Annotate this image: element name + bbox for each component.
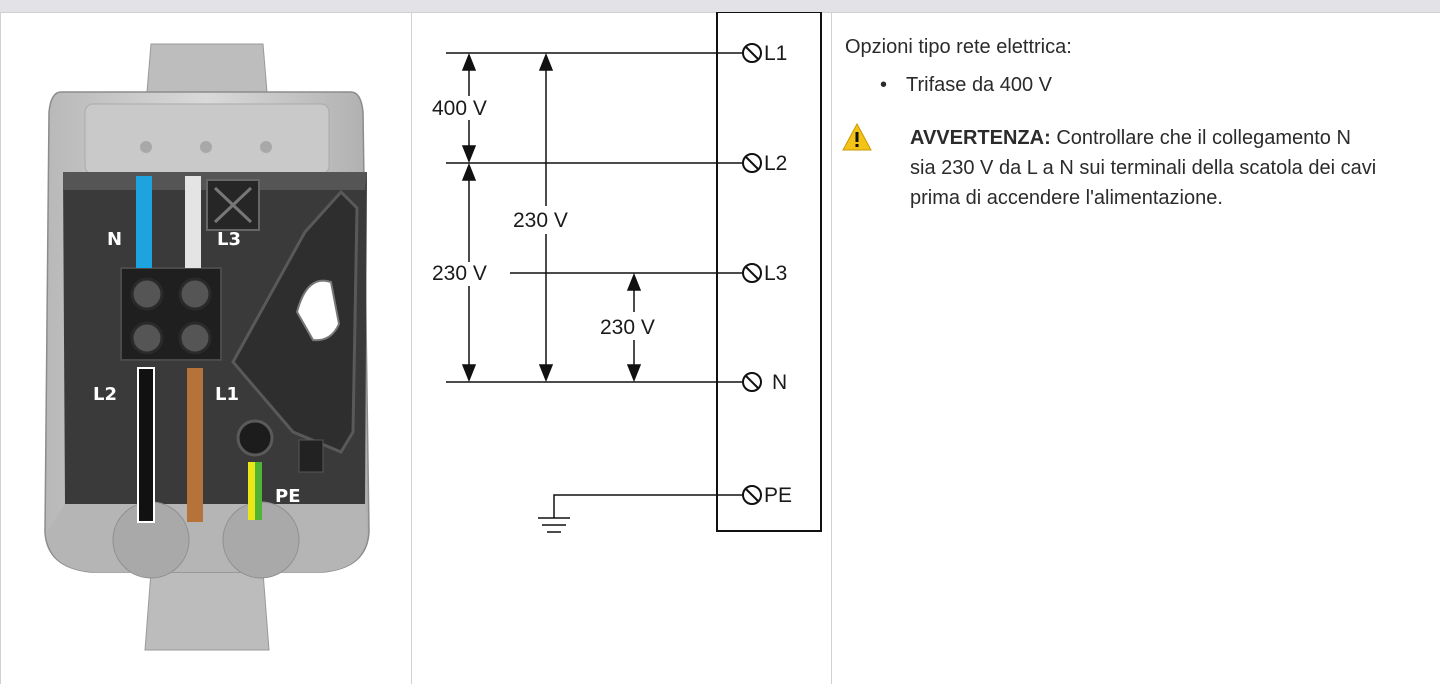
terminal-screw-l3 xyxy=(742,263,762,283)
terminal-label-l2: L2 xyxy=(764,152,787,175)
wallbox-photo: N L3 L2 L1 PE xyxy=(44,43,370,651)
label-l1: L1 xyxy=(215,384,239,405)
voltage-l3-n: 230 V xyxy=(600,316,655,339)
wiring-schematic: L1 L2 L3 N PE 400 V xyxy=(430,12,822,533)
terminal-label-pe: PE xyxy=(764,484,792,507)
options-list: • Trifase da 400 V xyxy=(880,72,1052,98)
wire-n xyxy=(136,176,152,268)
bullet: • xyxy=(880,74,888,96)
wire-l3 xyxy=(185,176,201,268)
label-n: N xyxy=(107,229,122,250)
terminal-label-l3: L3 xyxy=(764,262,787,285)
option-label: Trifase da 400 V xyxy=(906,74,1053,96)
line-pe xyxy=(553,494,742,518)
terminal-screw-n xyxy=(742,372,762,392)
warning-text: AVVERTENZA: Controllare che il collegame… xyxy=(910,123,1380,213)
warning-body: Controllare che il collegamento N sia 23… xyxy=(910,127,1377,209)
wire-l2 xyxy=(137,367,155,523)
instructions-cell: Opzioni tipo rete elettrica: • Trifase d… xyxy=(832,12,1440,684)
label-l3: L3 xyxy=(217,229,241,250)
voltage-l2-n: 230 V xyxy=(432,262,487,285)
terminal-screw-pe xyxy=(742,485,762,505)
terminal-box xyxy=(716,12,822,532)
terminal-screw-l2 xyxy=(742,153,762,173)
label-pe: PE xyxy=(275,486,301,507)
voltage-l1-l2: 400 V xyxy=(432,97,487,120)
warning-icon xyxy=(842,123,872,151)
wiring-schematic-cell: L1 L2 L3 N PE 400 V xyxy=(412,12,832,684)
terminal-label-n: N xyxy=(772,371,787,394)
terminal-label-l1: L1 xyxy=(764,42,787,65)
wire-pe-green xyxy=(255,462,262,520)
list-item: • Trifase da 400 V xyxy=(880,72,1052,98)
wire-l1 xyxy=(187,368,203,522)
wire-pe-yellow xyxy=(248,462,255,520)
warning-label: AVVERTENZA: xyxy=(910,127,1051,149)
label-l2: L2 xyxy=(93,384,117,405)
options-heading: Opzioni tipo rete elettrica: xyxy=(845,36,1072,58)
voltage-l1-n: 230 V xyxy=(513,209,568,232)
terminal-screw-l1 xyxy=(742,43,762,63)
wallbox-photo-cell: N L3 L2 L1 PE xyxy=(0,12,412,684)
